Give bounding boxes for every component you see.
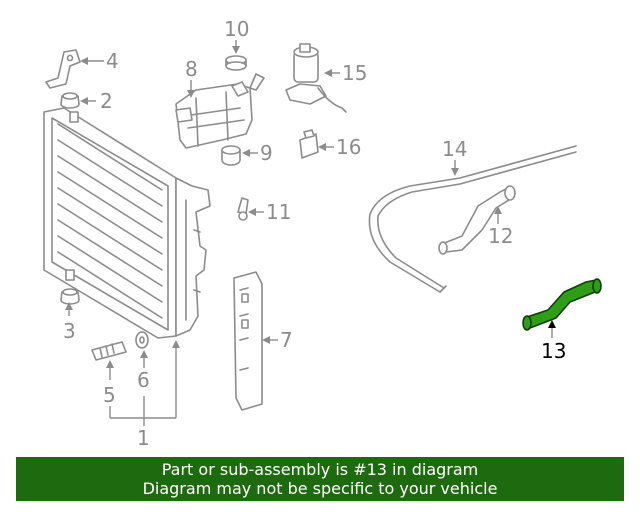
callout-12: 12	[488, 224, 513, 248]
mount-part-lower	[60, 288, 80, 305]
overflow-tube-part	[368, 145, 577, 293]
reservoir-cap-part	[225, 55, 247, 71]
callout-10: 10	[224, 17, 249, 41]
temperature-sensor-part	[299, 129, 319, 159]
mount-part-upper	[60, 92, 80, 109]
callout-7: 7	[280, 328, 293, 352]
callout-2: 2	[100, 89, 113, 113]
callout-9: 9	[260, 141, 273, 165]
radiator-part	[43, 107, 211, 339]
callout-11: 11	[266, 200, 291, 224]
parts-diagram: 1 2 3 4 5 6 7 8 9 10 11 12 13 14 15 16	[43, 17, 602, 450]
callout-6: 6	[137, 368, 150, 392]
callout-3: 3	[63, 319, 76, 343]
callout-4: 4	[106, 49, 119, 73]
callout-16: 16	[336, 135, 361, 159]
seal-part	[221, 145, 241, 166]
callout-8: 8	[185, 57, 198, 81]
water-pump-part	[285, 43, 347, 113]
callout-1: 1	[137, 426, 150, 450]
coolant-reservoir-part	[175, 73, 265, 149]
bracket-part	[45, 49, 81, 89]
info-banner: Part or sub-assembly is #13 in diagram D…	[16, 457, 624, 501]
callout-14: 14	[442, 137, 467, 161]
washer-part	[135, 331, 149, 349]
air-guide-part	[233, 271, 263, 411]
callout-15: 15	[342, 61, 367, 85]
highlighted-hose-part-13	[522, 278, 602, 331]
leader-lines	[65, 40, 556, 426]
callout-13: 13	[541, 339, 566, 363]
banner-line-2: Diagram may not be specific to your vehi…	[142, 479, 498, 498]
drain-plug-part	[91, 341, 127, 361]
callout-5: 5	[103, 383, 116, 407]
callout-labels: 1 2 3 4 5 6 7 8 9 10 11 12 13 14 15 16	[63, 17, 566, 450]
banner-line-1: Part or sub-assembly is #13 in diagram	[161, 460, 479, 479]
sensor-part	[237, 197, 249, 221]
hose-part-12	[438, 185, 516, 255]
